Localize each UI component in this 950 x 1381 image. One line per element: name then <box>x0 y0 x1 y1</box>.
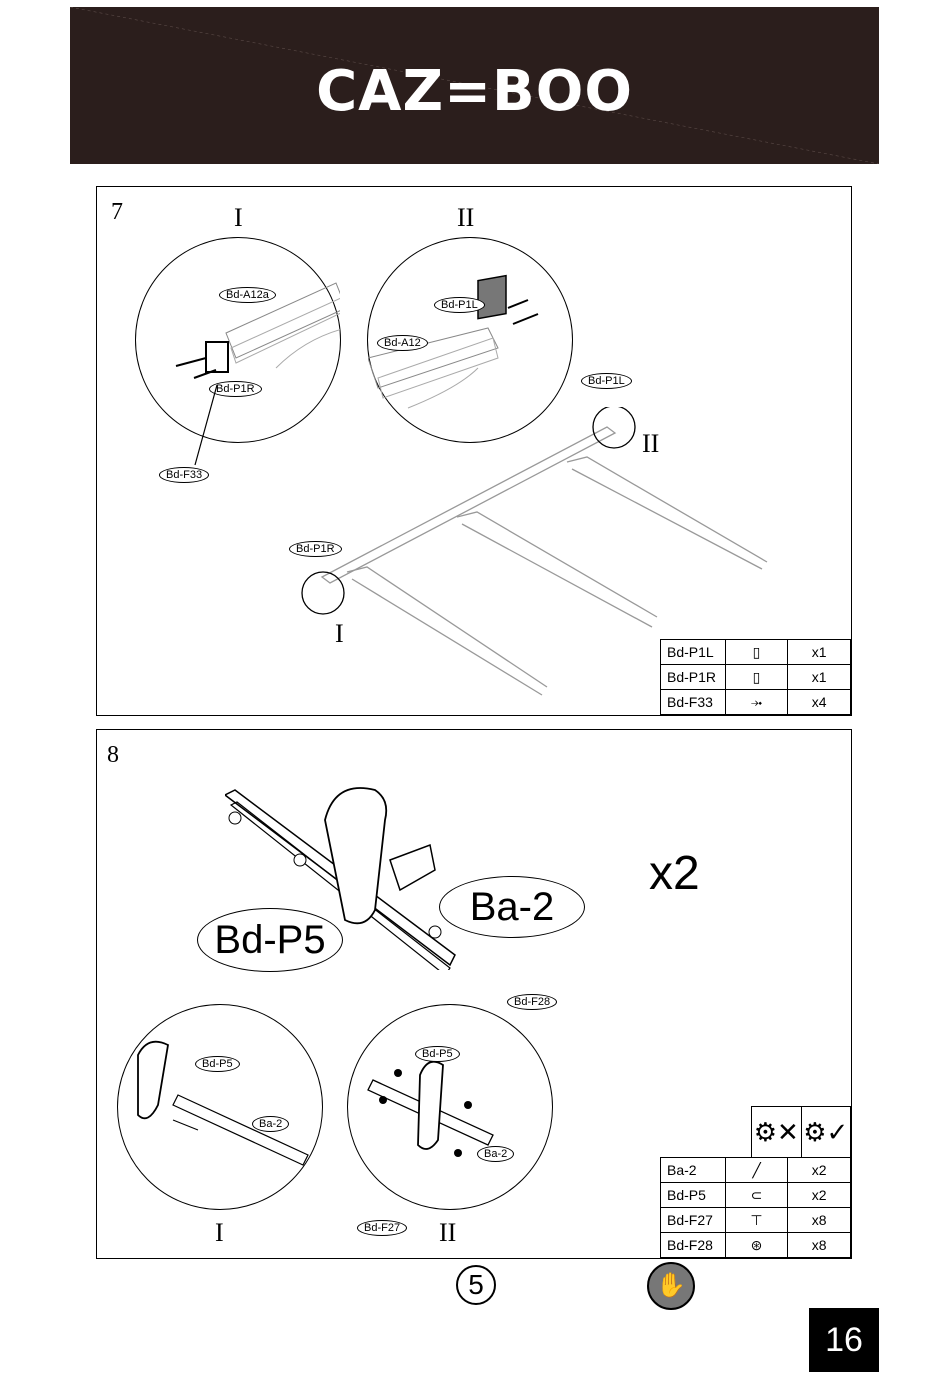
tag-bd-a12: Bd-A12 <box>377 335 428 351</box>
step-8-parts-table: Ba-2 ╱ x2 Bd-P5 ⊂ x2 Bd-F27 ⊤ x8 Bd-F28 … <box>660 1157 851 1258</box>
part-qty: x8 <box>788 1208 851 1233</box>
nut-icon: ⊛ <box>725 1233 788 1258</box>
brand-header: CAZ=BOO <box>70 7 879 164</box>
big-tag-ba-2: Ba-2 <box>439 876 585 938</box>
part-qty: x1 <box>788 640 851 665</box>
tag-bd-p1l-overview: Bd-P1L <box>581 373 632 389</box>
clamp-icon: ⊂ <box>725 1183 788 1208</box>
brand-logo: CAZ=BOO <box>70 59 879 124</box>
detail-label-i: I <box>234 203 243 233</box>
clamp-bolt-illustration <box>348 1005 552 1209</box>
step-8-panel: 8 Bd-P5 Ba-2 x2 Bd-P5 Ba-2 I Bd-P5 Ba-2 … <box>96 729 852 1259</box>
tag-bd-f28: Bd-F28 <box>507 994 557 1010</box>
quantity-multiplier: x2 <box>649 846 700 901</box>
part-code: Bd-P5 <box>661 1183 726 1208</box>
gloves-icon: ✋ <box>647 1262 695 1310</box>
detail-circle-ii <box>347 1004 553 1210</box>
f33-leader-line <box>177 375 237 485</box>
tag-ba-2-detail-ii: Ba-2 <box>477 1146 514 1162</box>
tag-ba-2-detail-i: Ba-2 <box>252 1116 289 1132</box>
rail-icon: ╱ <box>725 1158 788 1183</box>
bolt-icon: ⊤ <box>725 1208 788 1233</box>
part-code: Bd-P1L <box>661 640 726 665</box>
tag-bd-p5-detail-i: Bd-P5 <box>195 1056 240 1072</box>
table-row: Bd-P1R ▯ x1 <box>661 665 851 690</box>
part-qty: x2 <box>788 1183 851 1208</box>
tag-bd-f27: Bd-F27 <box>357 1220 407 1236</box>
bracket-icon: ▯ <box>725 665 788 690</box>
step-number: 7 <box>111 199 123 226</box>
page-number: 16 <box>809 1308 879 1372</box>
table-row: Bd-F27 ⊤ x8 <box>661 1208 851 1233</box>
part-qty: x4 <box>788 690 851 715</box>
step-number: 8 <box>107 742 119 769</box>
part-code: Bd-F28 <box>661 1233 726 1258</box>
table-row: Bd-F33 ⤞ x4 <box>661 690 851 715</box>
table-row: Ba-2 ╱ x2 <box>661 1158 851 1183</box>
detail-label-ii: II <box>457 203 474 233</box>
tag-bd-p5-detail-ii: Bd-P5 <box>415 1046 460 1062</box>
table-row: Bd-F28 ⊛ x8 <box>661 1233 851 1258</box>
part-qty: x8 <box>788 1233 851 1258</box>
correct-nut-icon: ⚙✓ <box>802 1107 851 1157</box>
big-tag-bd-p5: Bd-P5 <box>197 908 343 972</box>
bracket-icon: ▯ <box>725 640 788 665</box>
part-code: Bd-F33 <box>661 690 726 715</box>
nut-orientation-box: ⚙✕ ⚙✓ <box>751 1106 851 1158</box>
clamp-slide-illustration <box>118 1005 322 1209</box>
part-code: Bd-P1R <box>661 665 726 690</box>
part-code: Bd-F27 <box>661 1208 726 1233</box>
part-code: Ba-2 <box>661 1158 726 1183</box>
part-qty: x1 <box>788 665 851 690</box>
part-qty: x2 <box>788 1158 851 1183</box>
tag-bd-p1r-overview: Bd-P1R <box>289 541 342 557</box>
people-required-badge: 5 <box>456 1265 496 1305</box>
step-7-panel: 7 I II Bd-A12a Bd-P1R Bd-F33 Bd-P1L Bd-A… <box>96 186 852 716</box>
table-row: Bd-P5 ⊂ x2 <box>661 1183 851 1208</box>
screw-icon: ⤞ <box>725 690 788 715</box>
tag-bd-a12a: Bd-A12a <box>219 287 276 303</box>
wrong-nut-icon: ⚙✕ <box>752 1107 802 1157</box>
overview-label-ii: II <box>642 429 659 459</box>
detail-label-ii: II <box>439 1218 456 1248</box>
step-7-parts-table: Bd-P1L ▯ x1 Bd-P1R ▯ x1 Bd-F33 ⤞ x4 <box>660 639 851 715</box>
tag-bd-p1l-detail: Bd-P1L <box>434 297 485 313</box>
detail-circle-i <box>117 1004 323 1210</box>
overview-label-i: I <box>335 619 344 649</box>
detail-label-i: I <box>215 1218 224 1248</box>
table-row: Bd-P1L ▯ x1 <box>661 640 851 665</box>
